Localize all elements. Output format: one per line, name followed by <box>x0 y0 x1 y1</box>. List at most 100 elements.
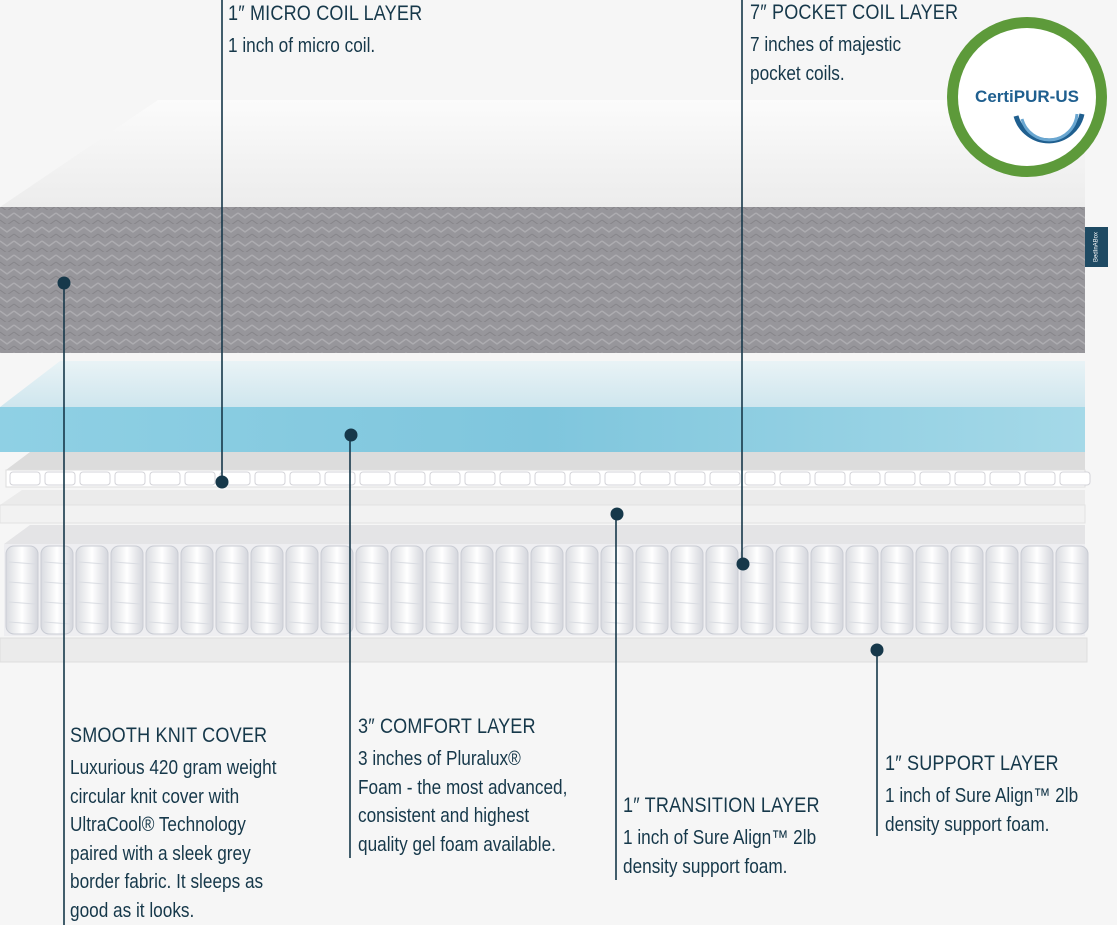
pocket-coil-fold <box>778 581 806 585</box>
pocket-coil-fold <box>883 581 911 585</box>
pocket-coil-fold <box>673 561 701 565</box>
label-support: 1″ SUPPORT LAYER 1 inch of Sure Align™ 2… <box>885 752 1110 839</box>
desc-line: Foam - the most advanced, <box>358 776 568 799</box>
pocket-coil-fold <box>393 621 421 625</box>
pocket-coil-fold <box>253 561 281 565</box>
desc-line: Luxurious 420 gram weight <box>70 757 277 779</box>
pocket-coil-fold <box>183 601 211 605</box>
micro-coil <box>674 471 706 486</box>
pocket-coil-fold <box>918 601 946 605</box>
pocket-coil-fold <box>568 581 596 585</box>
micro-coil <box>1059 471 1091 486</box>
pocket-coil-fold <box>743 621 771 625</box>
pocket-coil-fold <box>813 561 841 565</box>
pocket-coil-fold <box>428 601 456 605</box>
pocket-coil <box>110 545 144 635</box>
label-comfort: 3″ COMFORT LAYER 3 inches of Pluralux® F… <box>358 715 601 859</box>
pocket-coil <box>460 545 494 635</box>
pocket-coil-fold <box>288 601 316 605</box>
pocket-coil <box>180 545 214 635</box>
pocket-coil-fold <box>148 601 176 605</box>
micro-coil <box>289 471 321 486</box>
micro-coil <box>114 471 146 486</box>
brand-side-tag: BedInABox <box>1085 227 1108 267</box>
pocket-coil-fold <box>778 561 806 565</box>
pocket-coil-fold <box>953 621 981 625</box>
title-pocket-coil: 7″ POCKET COIL LAYER <box>750 1 959 24</box>
desc-micro-coil: 1 inch of micro coil. <box>228 32 422 61</box>
micro-coil <box>149 471 181 486</box>
pocket-coil <box>425 545 459 635</box>
pocket-coil-fold <box>1023 581 1051 585</box>
pocket-coil-fold <box>638 581 666 585</box>
pocket-coil-fold <box>603 601 631 605</box>
micro-coil <box>989 471 1021 486</box>
pocket-coil-fold <box>288 581 316 585</box>
pocket-coil-fold <box>848 601 876 605</box>
pocket-coil-fold <box>988 601 1016 605</box>
desc-line: 1 inch of micro coil. <box>228 35 376 57</box>
pocket-coil-fold <box>43 581 71 585</box>
pocket-coil <box>1020 545 1054 635</box>
pocket-coil <box>985 545 1019 635</box>
pocket-coil-fold <box>148 621 176 625</box>
pocket-coil-fold <box>463 621 491 625</box>
pocket-coil-fold <box>323 621 351 625</box>
pocket-coil-fold <box>988 581 1016 585</box>
pocket-coil-fold <box>8 621 36 625</box>
pocket-coil <box>565 545 599 635</box>
pocket-coil-fold <box>218 561 246 565</box>
pocket-coil-fold <box>708 561 736 565</box>
desc-line: consistent and highest <box>358 805 530 827</box>
pocket-coil-fold <box>603 561 631 565</box>
pocket-coil-fold <box>918 581 946 585</box>
pocket-coil-fold <box>428 581 456 585</box>
micro-coil <box>79 471 111 486</box>
pocket-coil-fold <box>8 601 36 605</box>
title-support: 1″ SUPPORT LAYER <box>885 752 1059 775</box>
pocket-coil-fold <box>638 621 666 625</box>
pocket-coil-fold <box>778 601 806 605</box>
pocket-coil <box>215 545 249 635</box>
knit-cover-layer <box>0 100 1085 353</box>
seal-brand: CertiPUR-US <box>975 87 1079 106</box>
pocket-coil-fold <box>638 601 666 605</box>
desc-transition: 1 inch of Sure Align™ 2lb density suppor… <box>623 824 820 881</box>
pocket-coil-fold <box>1058 601 1086 605</box>
pocket-coil-fold <box>428 561 456 565</box>
micro-coil <box>814 471 846 486</box>
callout-dot-knit-cover <box>57 276 71 290</box>
pocket-coil-fold <box>883 621 911 625</box>
pocket-coil-fold <box>918 621 946 625</box>
label-pocket-coil: 7″ POCKET COIL LAYER 7 inches of majesti… <box>750 1 992 88</box>
transition-layer <box>0 490 1086 524</box>
pocket-coil-fold <box>568 601 596 605</box>
pocket-coil-fold <box>148 581 176 585</box>
desc-pocket-coil: 7 inches of majestic pocket coils. <box>750 31 958 88</box>
pocket-coil <box>810 545 844 635</box>
pocket-coil-fold <box>498 581 526 585</box>
pocket-coil-fold <box>568 621 596 625</box>
micro-coil <box>429 471 461 486</box>
desc-line: 7 inches of majestic <box>750 34 902 56</box>
title-transition: 1″ TRANSITION LAYER <box>623 794 820 817</box>
pocket-coil-fold <box>253 581 281 585</box>
pocket-coil <box>670 545 704 635</box>
pocket-coil-fold <box>183 561 211 565</box>
pocket-coil-fold <box>288 621 316 625</box>
pocket-coil-fold <box>953 581 981 585</box>
pocket-coil-fold <box>533 561 561 565</box>
pocket-coil-fold <box>498 601 526 605</box>
desc-line: UltraCool® Technology <box>70 814 246 836</box>
callout-dot-support <box>870 643 884 657</box>
pocket-coil-fold <box>218 621 246 625</box>
micro-coil <box>464 471 496 486</box>
pocket-coil-fold <box>253 601 281 605</box>
pocket-coil <box>880 545 914 635</box>
pocket-coil-fold <box>43 601 71 605</box>
pocket-coil-fold <box>1058 581 1086 585</box>
pocket-coil-fold <box>708 581 736 585</box>
desc-line: 1 inch of Sure Align™ 2lb <box>623 827 817 849</box>
pocket-coil-fold <box>358 601 386 605</box>
